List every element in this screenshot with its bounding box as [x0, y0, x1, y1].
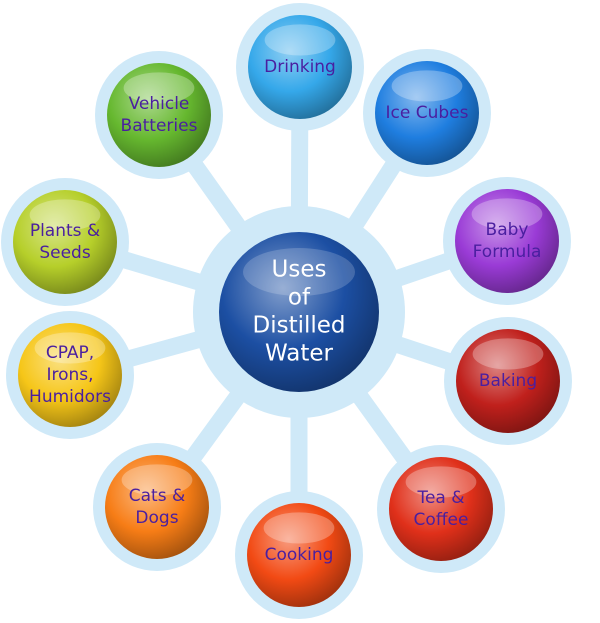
- use-node-gloss: [471, 198, 543, 230]
- use-node-plants-seeds: Plants &Seeds: [1, 178, 129, 306]
- hub-label-line: of: [288, 285, 311, 311]
- use-node-ball: [456, 329, 560, 433]
- use-node-baking: Baking: [444, 317, 572, 445]
- use-node-ball: [105, 455, 209, 559]
- use-node-ball: [18, 323, 122, 427]
- use-node-tea-coffee-label-line: Tea &: [416, 488, 464, 508]
- use-node-cpap-irons-humidors: CPAP,Irons,Humidors: [6, 311, 134, 439]
- hub-label-line: Distilled: [252, 313, 345, 339]
- use-node-tea-coffee-label-line: Coffee: [414, 510, 469, 530]
- use-node-vehicle-batteries-label-line: Vehicle: [129, 94, 190, 114]
- use-node-gloss: [123, 72, 195, 104]
- use-node-ball: [247, 503, 351, 607]
- use-node-ball: [13, 190, 117, 294]
- use-node-vehicle-batteries-label-line: Batteries: [121, 116, 198, 136]
- use-node-ball: [248, 15, 352, 119]
- use-node-tea-coffee: Tea &Coffee: [377, 445, 505, 573]
- use-node-gloss: [34, 332, 106, 364]
- use-node-plants-seeds-label-line: Plants &: [30, 221, 100, 241]
- hub-label-line: Uses: [272, 257, 327, 283]
- use-node-cats-dogs: Cats &Dogs: [93, 443, 221, 571]
- hub-gloss: [243, 248, 355, 296]
- use-node-ice-cubes: Ice Cubes: [363, 49, 491, 177]
- use-node-gloss: [29, 199, 101, 231]
- use-node-cats-dogs-label-line: Cats &: [129, 486, 185, 506]
- use-node-plants-seeds-label-line: Seeds: [39, 243, 91, 263]
- use-node-ball: [455, 189, 559, 293]
- use-node-baby-formula-label-line: Formula: [473, 242, 542, 262]
- use-node-gloss: [391, 70, 463, 102]
- hub-label-line: Water: [265, 341, 334, 367]
- use-node-gloss: [405, 466, 477, 498]
- use-node-ball: [107, 63, 211, 167]
- use-node-cpap-irons-humidors-label-line: CPAP,: [46, 343, 94, 363]
- use-node-gloss: [472, 338, 544, 370]
- use-node-ice-cubes-label-line: Ice Cubes: [386, 103, 469, 123]
- use-node-gloss: [264, 24, 336, 56]
- use-node-ball: [375, 61, 479, 165]
- use-node-baking-label-line: Baking: [479, 371, 537, 391]
- use-node-baby-formula-label-line: Baby: [486, 220, 529, 240]
- use-node-cooking-label-line: Cooking: [265, 545, 334, 565]
- use-node-gloss: [263, 512, 335, 544]
- use-node-cpap-irons-humidors-label-line: Irons,: [46, 365, 93, 385]
- use-node-ball: [389, 457, 493, 561]
- hub-ball: [219, 232, 379, 392]
- use-node-gloss: [121, 464, 193, 496]
- use-node-cooking: Cooking: [235, 491, 363, 619]
- use-node-drinking: Drinking: [236, 3, 364, 131]
- use-node-cats-dogs-label-line: Dogs: [135, 508, 178, 528]
- use-node-cpap-irons-humidors-label-line: Humidors: [29, 387, 111, 407]
- use-node-drinking-label-line: Drinking: [264, 57, 336, 77]
